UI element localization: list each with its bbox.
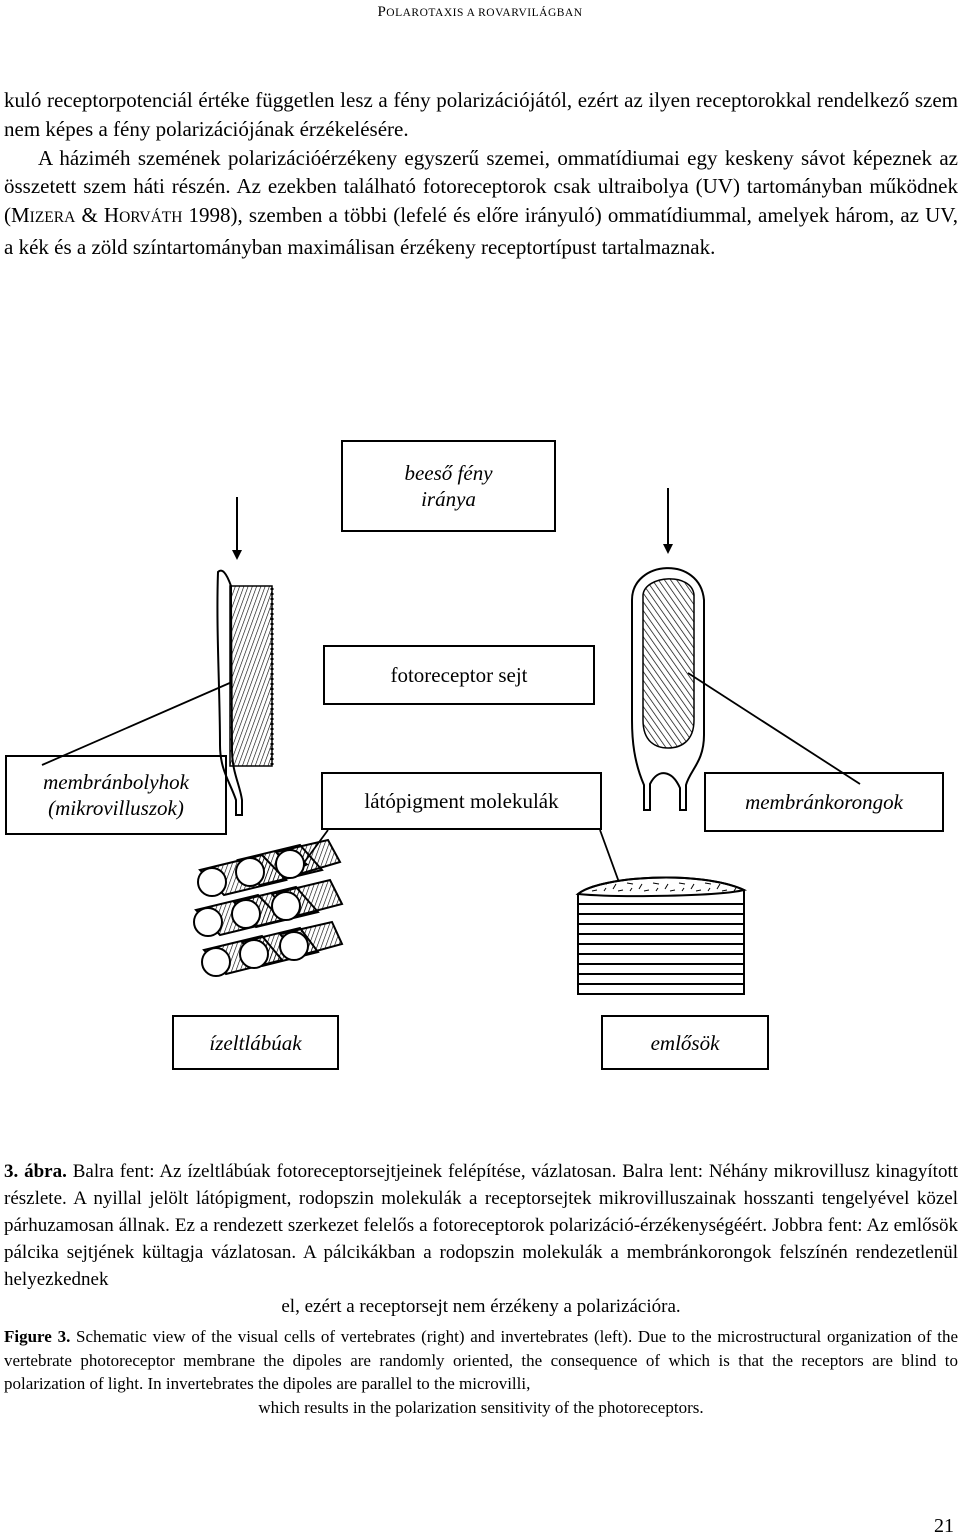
- vertebrate-rod-cell: [631, 567, 705, 811]
- header-rest: OLAROTAXIS A ROVARVILÁGBAN: [386, 7, 583, 19]
- page-number: 21: [934, 1515, 954, 1537]
- label-membrane-discs: membránkorongok: [704, 772, 944, 832]
- label-pigment-molecules: látópigment molekulák: [321, 772, 602, 830]
- running-header: POLAROTAXIS A ROVARVILÁGBAN: [0, 4, 960, 21]
- label-incident-line1: beeső fény: [404, 461, 493, 485]
- label-incident-light: beeső fény iránya: [341, 440, 556, 532]
- label-mammals: emlősök: [601, 1015, 769, 1070]
- paragraph-1: kuló receptorpotenciál értéke független …: [4, 88, 958, 141]
- leader-microvilli: [41, 681, 233, 766]
- caption-hu-last-line: el, ezért a receptorsejt nem érzékeny a …: [281, 1296, 681, 1317]
- caption-hu-label: 3. ábra.: [4, 1161, 67, 1182]
- author-horvath-sc: ORVÁTH: [119, 209, 183, 227]
- p2-part-b: & H: [75, 203, 120, 228]
- caption-en-last-line: which results in the polarization sensit…: [258, 1397, 704, 1417]
- label-incident-line2: iránya: [421, 487, 476, 511]
- figure-drawing: [41, 488, 861, 995]
- label-microvilli-line2: (mikrovilluszok): [48, 796, 184, 820]
- author-mizera-sc: IZERA: [29, 209, 76, 227]
- microvilli-bundle: [193, 838, 344, 977]
- caption-hungarian: 3. ábra. Balra fent: Az ízeltlábúak foto…: [4, 1158, 958, 1320]
- body-text: kuló receptorpotenciál értéke független …: [4, 86, 958, 262]
- leader-discs: [687, 672, 861, 785]
- arthropod-photoreceptor-cell: [216, 569, 274, 816]
- header-first-cap: P: [377, 4, 387, 20]
- label-mammals-text: emlősök: [650, 1030, 720, 1055]
- p2-part-c: 1998), szemben a többi (lefelé és előre …: [4, 203, 958, 259]
- label-microvilli-line1: membránbolyhok: [43, 770, 189, 794]
- membrane-disc-stack: [575, 876, 748, 995]
- label-microvilli: membránbolyhok (mikrovilluszok): [5, 755, 227, 835]
- paragraph-2: A háziméh szemének polarizációérzékeny e…: [4, 144, 958, 262]
- label-arthropods-text: ízeltlábúak: [209, 1030, 302, 1055]
- label-pigment-text: látópigment molekulák: [364, 789, 559, 813]
- label-photoreceptor-text: fotoreceptor sejt: [390, 663, 528, 687]
- label-arthropods: ízeltlábúak: [172, 1015, 339, 1070]
- label-photoreceptor-cell: fotoreceptor sejt: [323, 645, 595, 705]
- caption-en-label: Figure 3.: [4, 1327, 71, 1346]
- caption-en-text: Schematic view of the visual cells of ve…: [4, 1327, 958, 1393]
- p2-part-a: A háziméh szemének polarizációérzékeny e…: [4, 145, 958, 228]
- caption-hu-text: Balra fent: Az ízeltlábúak fotoreceptors…: [4, 1161, 959, 1290]
- figure-3: beeső fény iránya fotoreceptor sejt memb…: [0, 390, 960, 1130]
- label-discs-text: membránkorongok: [745, 790, 903, 814]
- caption-english: Figure 3. Schematic view of the visual c…: [4, 1325, 958, 1419]
